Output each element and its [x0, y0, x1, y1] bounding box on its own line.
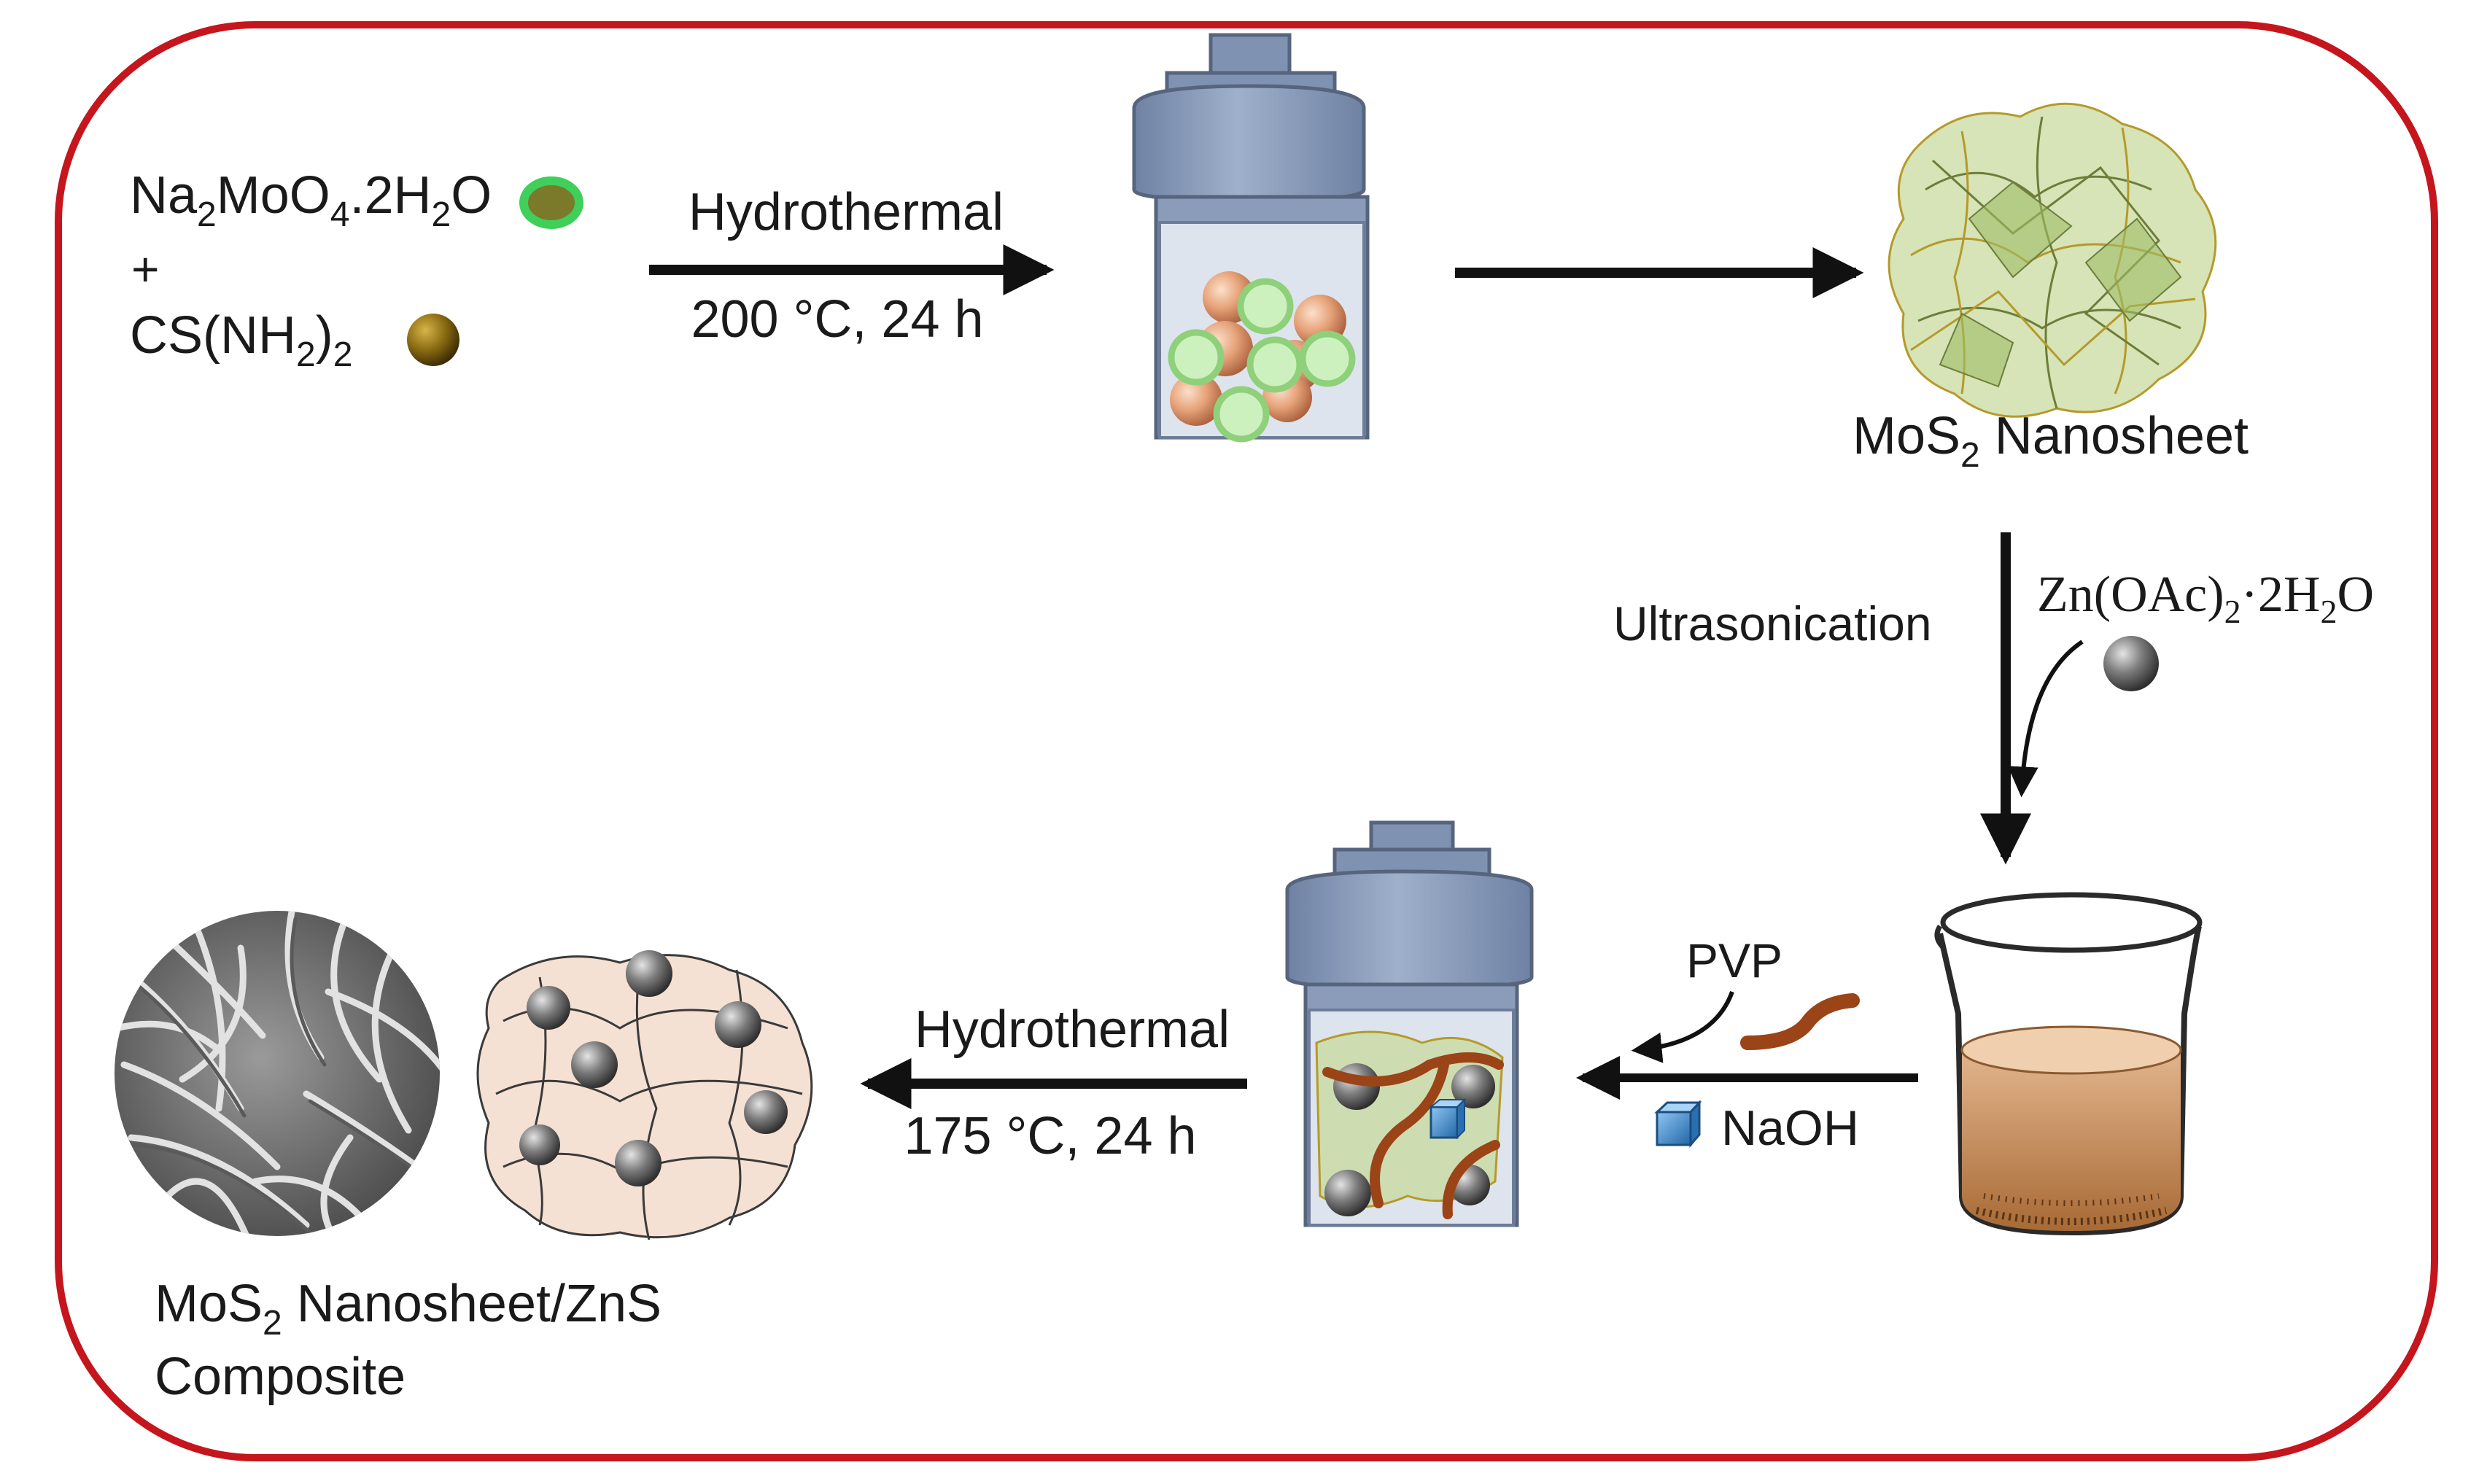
step1-label: Hydrothermal: [688, 183, 1004, 241]
pvp-curved-arrow: [1631, 990, 1734, 1063]
step2-label: Ultrasonication: [1613, 597, 1932, 650]
thiourea-sphere-icon: [407, 314, 459, 366]
molybdate-sphere-icon: [519, 176, 583, 229]
reactant-na2moo4: Na2MoO4.2H2O: [130, 166, 492, 234]
pvp-strand-icon: [1740, 993, 1860, 1050]
pvp-label: PVP: [1686, 933, 1782, 987]
autoclave-1-icon: [1132, 33, 1370, 443]
naoh-cube-icon: [1654, 1100, 1702, 1149]
step4-label: Hydrothermal: [915, 1001, 1230, 1059]
mos2-nanosheet-icon: [1888, 102, 2217, 418]
plus-sign: +: [131, 242, 160, 296]
reactant-thiourea: CS(NH2)2: [130, 306, 352, 374]
beaker-icon: [1934, 892, 2203, 1236]
zinc-sphere-icon: [2103, 636, 2159, 691]
mos2-nanosheet-label: MoS2 Nanosheet: [1853, 407, 2249, 475]
step4-condition: 175 °C, 24 h: [904, 1107, 1196, 1165]
zinc-curved-arrow: [2007, 640, 2084, 798]
mos2-zns-composite-icon: [476, 950, 813, 1240]
naoh-label: NaOH: [1721, 1100, 1859, 1156]
zinc-acetate-label: Zn(OAc)2·2H2O: [2037, 567, 2374, 630]
frame-border: [55, 21, 2438, 1461]
product-label-line1: MoS2 Nanosheet/ZnS: [155, 1275, 662, 1343]
product-label-line2: Composite: [155, 1348, 406, 1406]
sem-micrograph-image: [115, 911, 440, 1236]
autoclave-2-icon: [1285, 820, 1534, 1227]
step1-condition: 200 °C, 24 h: [691, 290, 983, 349]
